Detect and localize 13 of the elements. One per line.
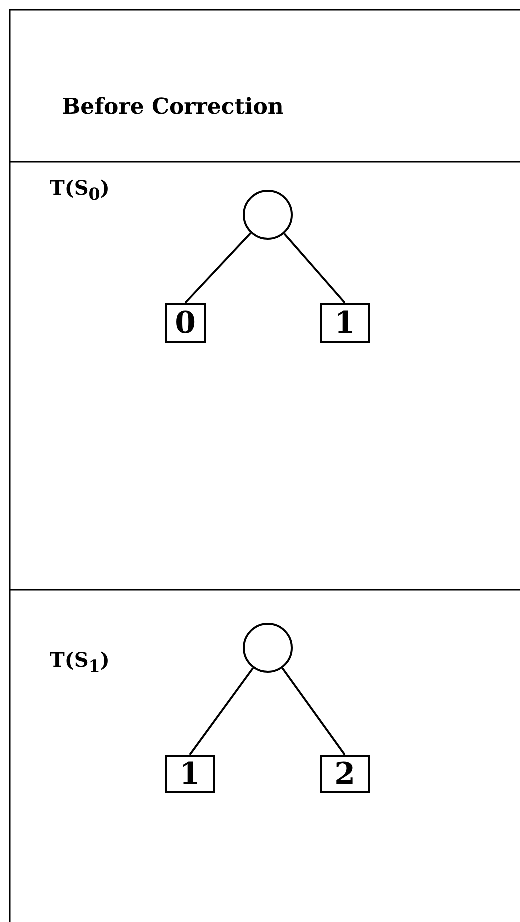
tree-label: T(S$_{0}$) — [50, 176, 110, 204]
tree-edge — [284, 233, 346, 304]
tree-node-circle — [243, 623, 293, 673]
leaf-box: 0 — [165, 303, 206, 343]
leaf-box: 1 — [165, 755, 215, 793]
column-header: Before Correction — [62, 94, 284, 120]
tree-edge — [282, 668, 346, 756]
tree-edge — [184, 232, 252, 304]
leaf-box: 2 — [320, 755, 370, 793]
tree-label: T(S$_{1}$) — [50, 648, 110, 676]
tree-edge — [189, 668, 254, 756]
tree-node-circle — [243, 190, 293, 240]
leaf-box: 1 — [320, 303, 370, 343]
